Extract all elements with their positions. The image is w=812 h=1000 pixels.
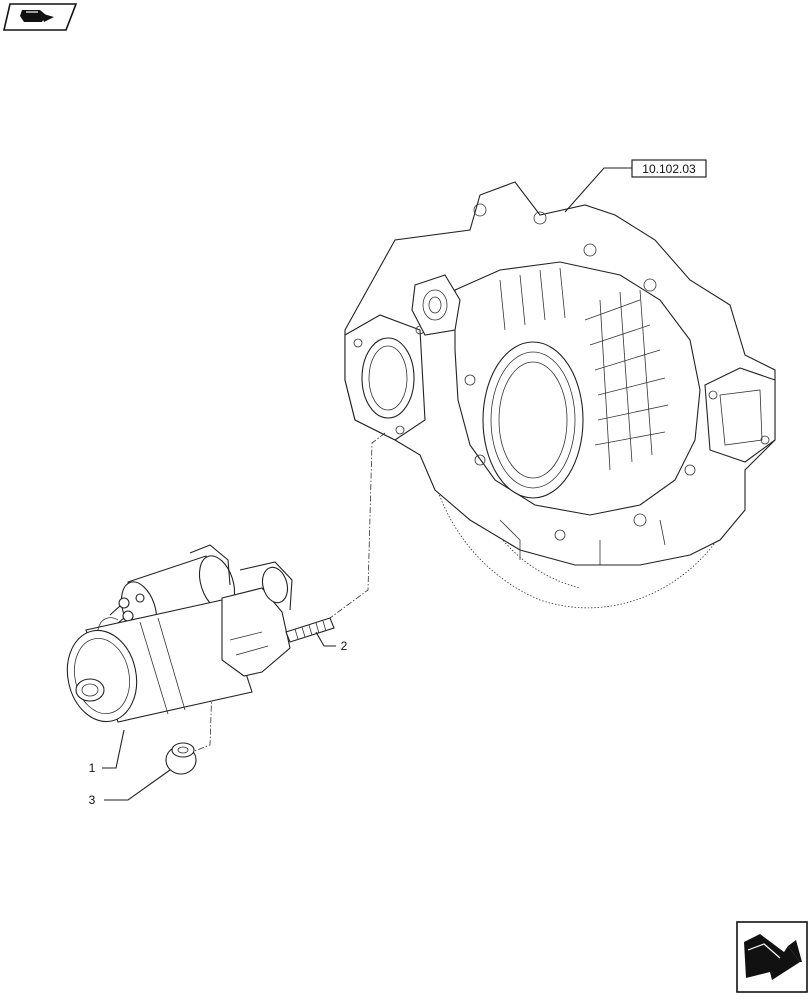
nut [165, 742, 197, 775]
book-arrow-icon[interactable] [2, 3, 78, 31]
starter-motor [66, 544, 293, 723]
callout-3[interactable]: 3 [89, 769, 171, 807]
callout-2-label: 2 [341, 639, 348, 653]
callout-1[interactable]: 1 [89, 729, 125, 775]
stud [285, 617, 335, 643]
alignment-line-nut [191, 674, 223, 753]
reference-label: 10.102.03 [642, 162, 696, 176]
reference-box[interactable] [631, 159, 707, 178]
reference-callout[interactable]: 10.102.03 [564, 159, 707, 213]
next-page-arrow-icon[interactable] [736, 921, 808, 993]
callout-3-label: 3 [89, 793, 96, 807]
callout-2[interactable]: 2 [315, 631, 348, 653]
alignment-line-housing [329, 432, 386, 619]
flywheel-housing [344, 181, 776, 609]
callout-1-label: 1 [89, 761, 96, 775]
